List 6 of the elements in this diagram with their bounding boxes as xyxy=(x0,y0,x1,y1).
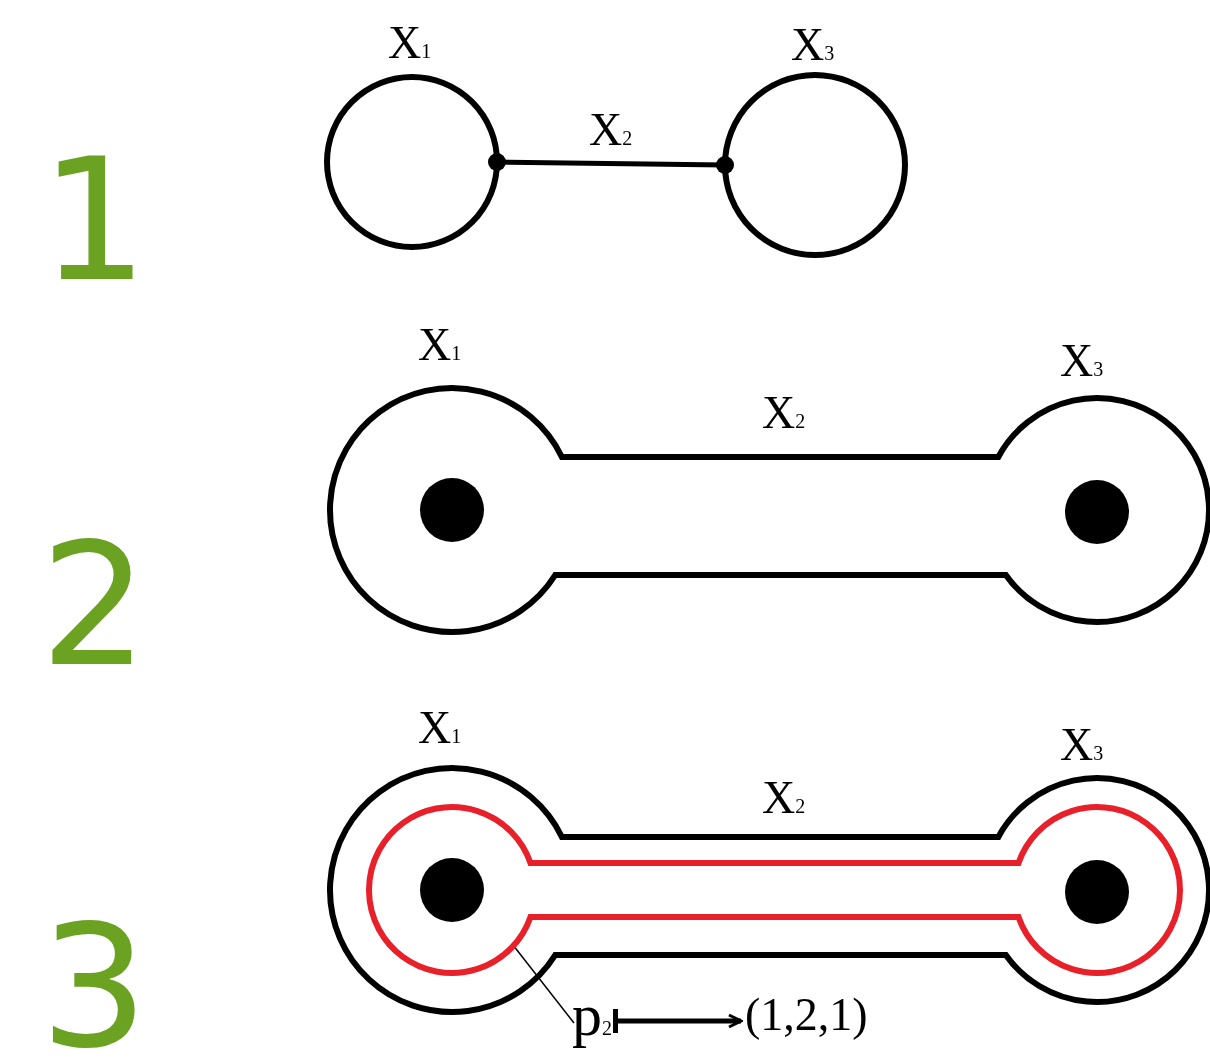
panel-number: 3 xyxy=(40,902,149,1059)
connecting-line xyxy=(488,153,734,174)
tuple-label: (1,2,1) xyxy=(745,992,868,1038)
arrow xyxy=(613,1009,743,1033)
panel-number: 2 xyxy=(40,520,149,690)
panel-number: 1 xyxy=(40,135,149,305)
